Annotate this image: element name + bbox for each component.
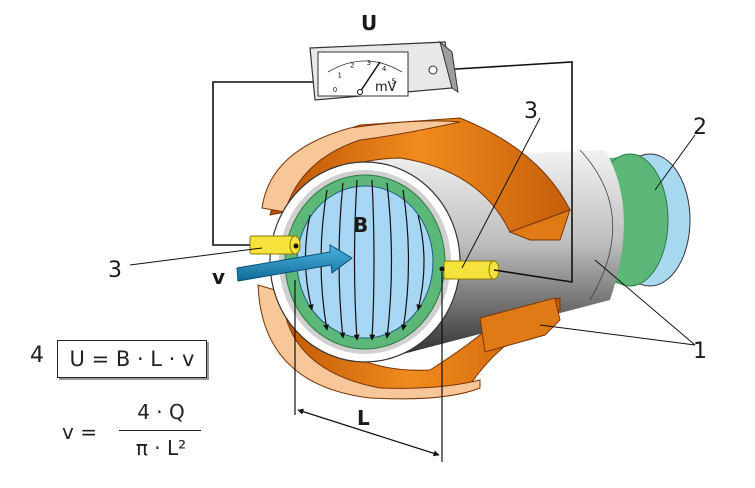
velocity-label: v bbox=[212, 265, 225, 289]
voltmeter bbox=[309, 40, 459, 101]
coil-bottom bbox=[257, 284, 561, 400]
meter-unit: mV bbox=[375, 80, 397, 95]
length-label: L bbox=[357, 406, 370, 430]
meter-scale-label: 2 bbox=[350, 62, 354, 70]
magnetic-field-lines bbox=[304, 179, 425, 341]
meter-title: U bbox=[361, 11, 377, 35]
meter-scale-label: 3 bbox=[367, 59, 371, 67]
velocity-arrow bbox=[236, 244, 353, 282]
electrodes bbox=[249, 235, 500, 280]
velocity-formula-lhs: v = bbox=[62, 420, 97, 444]
callout-1: 1 bbox=[693, 339, 707, 364]
meter-scale-label: 5 bbox=[391, 78, 395, 86]
field-label: B bbox=[353, 213, 368, 237]
length-dimension bbox=[294, 272, 443, 462]
callout-lines bbox=[129, 117, 696, 346]
wires bbox=[212, 61, 573, 283]
meter-scale-label: 4 bbox=[382, 65, 387, 73]
callout-3-left: 3 bbox=[108, 258, 122, 283]
velocity-formula-numerator: 4 · Q bbox=[137, 400, 185, 424]
velocity-formula-denominator: π · L² bbox=[135, 436, 187, 460]
meter-scale-label: 1 bbox=[337, 72, 341, 80]
fraction-bar bbox=[119, 430, 201, 431]
callout-2: 2 bbox=[693, 115, 707, 140]
meter-scale-label: 0 bbox=[333, 86, 337, 94]
callout-3-right: 3 bbox=[524, 99, 538, 124]
main-formula: U = B · L · v bbox=[57, 340, 207, 378]
meter-scale: 01 2 3 45 bbox=[333, 59, 396, 94]
formula-index: 4 bbox=[30, 343, 44, 368]
